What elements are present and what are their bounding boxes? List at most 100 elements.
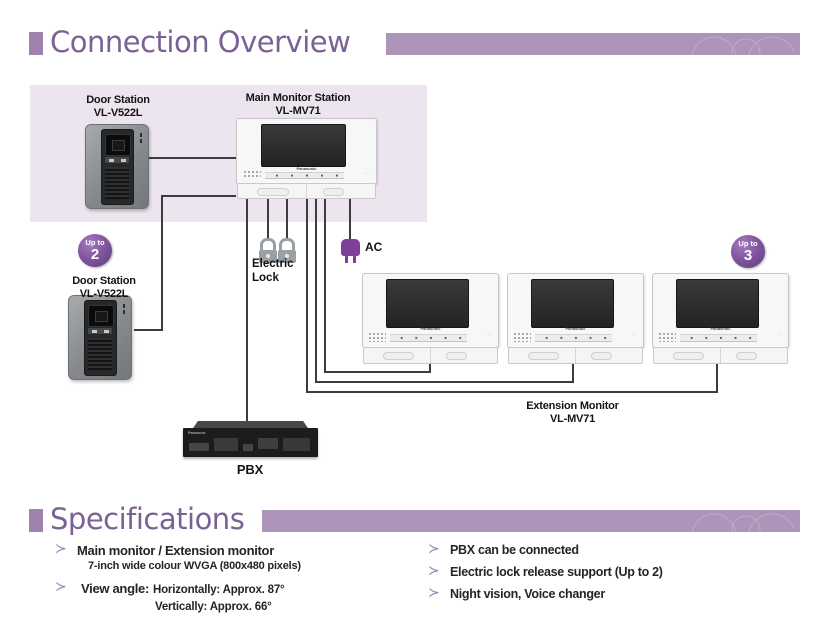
spec-left-2: View angle: bbox=[81, 581, 149, 596]
spec-left-1-sub: 7-inch wide colour WVGA (800x480 pixels) bbox=[88, 560, 301, 572]
extension-monitor-label: Extension Monitor VL-MV71 bbox=[495, 400, 650, 426]
talk-button bbox=[382, 351, 414, 361]
brand-label: Panasonic bbox=[565, 326, 586, 332]
spec-right-3: Night vision, Voice changer bbox=[450, 587, 605, 601]
padlock-icon bbox=[259, 238, 277, 263]
spec-left-2-sub: Vertically: Approx. 66° bbox=[155, 601, 272, 613]
up-to-2-badge: Up to 2 bbox=[78, 234, 112, 267]
spec-bullet-icon: ≻ bbox=[428, 563, 440, 579]
header-bar bbox=[386, 33, 800, 55]
speaker-grille bbox=[242, 170, 261, 180]
indicator-marks: - - bbox=[777, 331, 782, 337]
button-bar bbox=[680, 333, 757, 342]
speaker-grille bbox=[658, 331, 676, 342]
monitor-base bbox=[653, 346, 788, 364]
speaker-grille bbox=[105, 167, 129, 199]
padlock-icon bbox=[278, 238, 296, 263]
door-station-1-model: VL-V522L bbox=[93, 106, 143, 119]
door-station-front-panel bbox=[84, 300, 117, 376]
monitor-button bbox=[446, 351, 467, 361]
speaker-grille bbox=[88, 338, 112, 370]
door-station-1-name: Door Station bbox=[86, 94, 150, 106]
extension-monitor-model: VL-MV71 bbox=[549, 412, 596, 425]
led-indicator bbox=[123, 304, 125, 308]
monitor-body: Panasonic - - bbox=[507, 273, 644, 348]
led-indicator bbox=[140, 133, 142, 137]
section-title-specifications: Specifications bbox=[50, 502, 245, 536]
spec-left-2-inline: Horizontally: Approx. 87° bbox=[153, 584, 285, 596]
door-station-2 bbox=[68, 295, 132, 380]
decorative-circles-icon bbox=[691, 36, 794, 55]
header-bar bbox=[262, 510, 800, 532]
speaker-grille bbox=[513, 331, 531, 342]
talk-button bbox=[527, 351, 559, 361]
button-bar bbox=[390, 333, 467, 342]
brand-label: Panasonic bbox=[420, 326, 441, 332]
header-accent-square bbox=[29, 32, 43, 55]
spec-bullet-icon: ≻ bbox=[428, 541, 440, 557]
brand-label: Panasonic bbox=[188, 431, 206, 435]
monitor-base bbox=[508, 346, 643, 364]
up-to-3-badge: Up to 3 bbox=[731, 235, 765, 268]
door-station-1-label: Door Station VL-V522L bbox=[68, 94, 168, 120]
spec-bullet-icon: ≻ bbox=[55, 579, 67, 595]
indicator-marks: - - bbox=[632, 331, 637, 337]
badge-number: 3 bbox=[743, 246, 753, 264]
header-accent-square bbox=[29, 509, 43, 532]
main-monitor-model: VL-MV71 bbox=[275, 104, 321, 117]
main-monitor-name: Main Monitor Station bbox=[245, 92, 351, 104]
spec-right-1: PBX can be connected bbox=[450, 543, 579, 557]
button-bar bbox=[535, 333, 612, 342]
pbx-label: PBX bbox=[236, 462, 264, 477]
monitor-button bbox=[322, 187, 344, 196]
brand-label: Panasonic bbox=[296, 165, 317, 171]
door-station-2-model: VL-V522L bbox=[79, 287, 129, 300]
speaker-grille bbox=[368, 331, 386, 342]
pbx-top-face bbox=[192, 421, 309, 429]
monitor-screen bbox=[675, 279, 759, 328]
pbx-ports bbox=[189, 438, 312, 452]
monitor-screen bbox=[260, 123, 347, 167]
monitor-screen bbox=[385, 279, 469, 328]
extension-monitor-3: Panasonic - - bbox=[652, 273, 789, 364]
wire-ext-monitor1 bbox=[324, 198, 431, 373]
door-station-2-label: Door Station VL-V522L bbox=[54, 275, 154, 301]
ac-plug-icon bbox=[341, 239, 360, 263]
spec-bullet-icon: ≻ bbox=[55, 541, 67, 557]
brand-label: Panasonic bbox=[710, 326, 731, 332]
spec-right-2: Electric lock release support (Up to 2) bbox=[450, 565, 663, 579]
wire-ext-monitor2 bbox=[315, 198, 574, 383]
call-button-row bbox=[88, 328, 112, 334]
spec-bullet-icon: ≻ bbox=[428, 585, 440, 601]
indicator-marks: - - bbox=[365, 169, 369, 175]
monitor-body: Panasonic - - bbox=[652, 273, 789, 348]
wire-door2-monitor bbox=[134, 195, 236, 331]
monitor-screen bbox=[530, 279, 614, 328]
badge-number: 2 bbox=[90, 245, 100, 263]
spec-left-1: Main monitor / Extension monitor bbox=[77, 543, 274, 558]
monitor-base bbox=[237, 183, 376, 199]
monitor-body: Panasonic - - bbox=[362, 273, 499, 348]
extension-monitor-1: Panasonic - - bbox=[362, 273, 499, 364]
monitor-base bbox=[363, 346, 498, 364]
badge-upto-text: Up to bbox=[85, 238, 105, 247]
monitor-body: Panasonic - - bbox=[236, 118, 377, 185]
door-station-2-name: Door Station bbox=[72, 275, 136, 287]
camera-unit bbox=[105, 134, 131, 156]
main-monitor-label: Main Monitor Station VL-MV71 bbox=[223, 92, 373, 118]
door-station-1 bbox=[85, 124, 149, 209]
camera-lens bbox=[95, 311, 108, 322]
decorative-circles-icon bbox=[691, 513, 794, 532]
extension-monitor-2: Panasonic - - bbox=[507, 273, 644, 364]
button-bar bbox=[264, 172, 345, 180]
talk-button bbox=[672, 351, 704, 361]
pbx-device: Panasonic bbox=[183, 421, 318, 458]
door-station-front-panel bbox=[101, 129, 134, 205]
camera-unit bbox=[88, 305, 114, 327]
call-button-row bbox=[105, 157, 129, 163]
section-title-connection: Connection Overview bbox=[50, 25, 351, 59]
pbx-front-face: Panasonic bbox=[183, 428, 318, 457]
ac-label: AC bbox=[365, 240, 383, 254]
